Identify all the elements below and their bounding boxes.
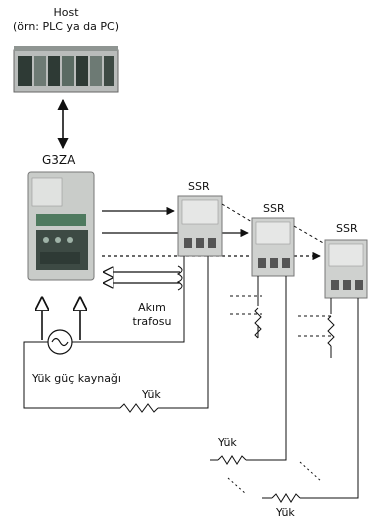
ssr-2-image [251, 217, 295, 277]
load-2-label: Yük [218, 436, 237, 449]
host-title: Host [53, 6, 79, 19]
load-3-label: Yük [276, 506, 295, 519]
power-supply-label: Yük güç kaynağı [32, 372, 121, 385]
load-1-label: Yük [142, 388, 161, 401]
supply-wire-ssr1 [72, 256, 185, 343]
ssr-3-local-resistor [327, 315, 335, 347]
ssr-link-1 [221, 203, 253, 223]
load-3-resistor [271, 493, 301, 503]
load-2-wire [246, 276, 287, 461]
load-1-wire [158, 256, 209, 409]
host-plc-image [13, 46, 119, 93]
host-subtitle: (örn: PLC ya da PC) [12, 20, 120, 33]
ssr-1-image [177, 195, 223, 257]
ssr-link-2 [293, 225, 326, 245]
ssr-2-local-resistor [254, 307, 262, 339]
load-3-wire [300, 298, 359, 499]
controller-label: G3ZA [42, 153, 76, 167]
continuation-dashes-1 [227, 477, 247, 495]
ct-label-line2: trafosu [132, 315, 172, 328]
supply-wire-loop [23, 341, 120, 409]
load-1-resistor [119, 403, 159, 413]
ssr-1-label: SSR [188, 180, 210, 193]
g3za-controller-image [27, 171, 95, 281]
ct-label-line1: Akım [138, 301, 166, 314]
current-transformer-coil [176, 265, 183, 291]
ssr-2-label: SSR [263, 202, 285, 215]
ssr-3-image [324, 239, 368, 299]
continuation-dashes-2 [299, 461, 323, 483]
ssr-3-label: SSR [336, 222, 358, 235]
load-2-resistor [217, 455, 247, 465]
